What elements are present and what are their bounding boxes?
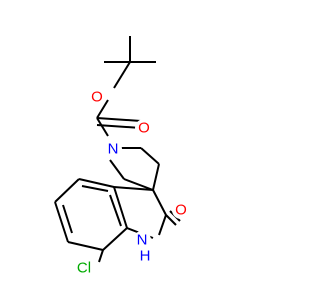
bond-carbonyl-c-o-double-1 <box>96 117 142 122</box>
molecule-structure-diagram: O O N O N H Cl <box>54 36 190 278</box>
bond-carbonyl-c-n <box>96 117 109 137</box>
bond-ar-4 <box>54 201 69 243</box>
atom-o-lactam: O <box>172 201 190 219</box>
atom-o-ester: O <box>88 88 106 106</box>
bond-ar-5 <box>54 178 80 203</box>
bond-spiro-lactam-c <box>152 189 167 216</box>
bond-ar-inner-1 <box>109 194 122 227</box>
svg-text:O: O <box>138 120 150 137</box>
svg-text:O: O <box>175 202 187 219</box>
bond-carbonyl-c-o-double-2 <box>96 124 142 129</box>
atom-n-pyrrolidine: N <box>104 140 122 158</box>
bond-spiro-aromatic-c <box>113 186 154 191</box>
bond-ar-1 <box>113 186 128 229</box>
atom-h-indole: H <box>140 248 151 265</box>
atom-cl: Cl <box>72 258 96 278</box>
bond-tbu-c-o <box>113 61 131 89</box>
bond-ar-inner-3 <box>81 185 109 192</box>
bond-o-carbonyl-c <box>96 99 109 119</box>
bond-ar-6 <box>78 178 115 188</box>
atom-n-indole: N <box>133 231 151 249</box>
bond-ch2-top-ch2 <box>140 147 160 165</box>
svg-text:Cl: Cl <box>77 260 91 277</box>
bond-spiro-ch2 <box>123 178 154 191</box>
bond-ch2-n <box>109 159 125 180</box>
bond-ch2-spiro <box>152 163 160 191</box>
svg-text:N: N <box>108 141 119 158</box>
bond-ar-2 <box>102 227 128 251</box>
bond-lactam-c-o-1 <box>165 214 177 226</box>
bond-ar-3 <box>67 241 104 251</box>
svg-text:O: O <box>91 89 103 106</box>
atom-o-carbonyl: O <box>135 119 153 137</box>
svg-text:N: N <box>137 232 148 249</box>
bond-lactam-c-nh <box>158 214 167 236</box>
bond-ar-inner-2 <box>62 204 73 234</box>
bond-ar-cl <box>98 249 104 263</box>
svg-text:H: H <box>140 248 151 265</box>
